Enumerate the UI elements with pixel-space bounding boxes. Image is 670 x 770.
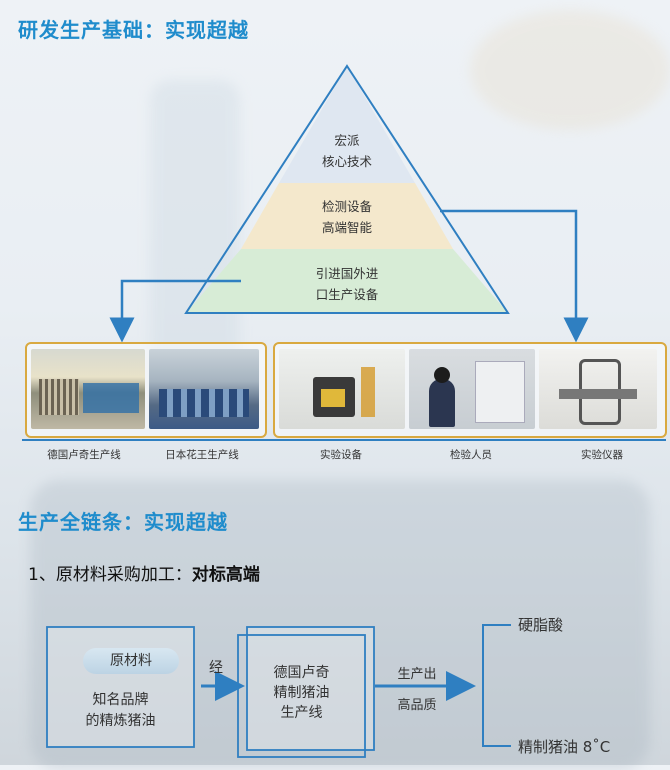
background-glass <box>470 10 670 130</box>
pyramid-label-mid: 检测设备 高端智能 <box>321 199 372 235</box>
pyramid <box>184 64 510 314</box>
caption-inspector: 检验人员 <box>450 449 492 461</box>
pyramid-level-mid <box>241 183 453 249</box>
person-shape <box>429 379 455 427</box>
product-stearic-acid: 硬脂酸 <box>518 616 564 634</box>
person-head <box>434 367 450 383</box>
machine-shape <box>159 389 249 417</box>
equipment-shape <box>321 389 345 407</box>
section-title-rd: 研发生产基础：实现超越 <box>18 18 249 42</box>
machine-shape <box>83 383 139 413</box>
via-label: 经 <box>209 660 223 676</box>
product-refined-lard: 精制猪油 8˚C <box>518 738 611 756</box>
caption-lab-instrument: 实验仪器 <box>581 449 623 461</box>
pyramid-outline <box>184 64 510 314</box>
photo-lab-equipment <box>279 349 405 429</box>
photo-japan-line <box>149 349 259 429</box>
raw-material-description: 知名品牌 的精炼猪油 <box>85 692 156 729</box>
background-glass <box>30 480 650 770</box>
pyramid-level-top <box>279 66 415 183</box>
raw-material-box <box>46 626 195 748</box>
arrow-left <box>109 279 241 343</box>
equipment-shape <box>361 367 375 417</box>
caption-lab-equipment: 实验设备 <box>320 449 362 461</box>
caption-germany-line: 德国卢奇生产线 <box>47 449 121 461</box>
caption-japan-line: 日本花王生产线 <box>165 449 239 461</box>
step-heading: 1、原材料采购加工：对标高端 <box>28 565 260 585</box>
output-label-top: 生产出 <box>397 667 437 682</box>
photo-inspector <box>409 349 535 429</box>
pyramid-label-top: 宏派 核心技术 <box>321 133 372 169</box>
pyramid-label-bottom: 引进国外进 口生产设备 <box>315 266 379 302</box>
raw-material-pill: 原材料 <box>83 648 179 674</box>
photo-germany-line <box>31 349 145 429</box>
output-label-bottom: 高品质 <box>397 698 437 713</box>
process-description: 德国卢奇 精制猪油 生产线 <box>273 665 330 721</box>
pyramid-level-bottom <box>186 249 508 313</box>
process-box-back <box>246 626 375 751</box>
photo-group-production-lines <box>25 342 267 438</box>
instrument-shape <box>475 361 525 423</box>
arrow-right <box>440 209 589 343</box>
output-bracket <box>482 624 511 747</box>
section-title-chain: 生产全链条：实现超越 <box>18 510 228 534</box>
instrument-shape <box>559 389 637 399</box>
machine-shape <box>39 379 79 415</box>
photo-lab-instrument <box>539 349 657 429</box>
photo-group-lab <box>273 342 667 438</box>
